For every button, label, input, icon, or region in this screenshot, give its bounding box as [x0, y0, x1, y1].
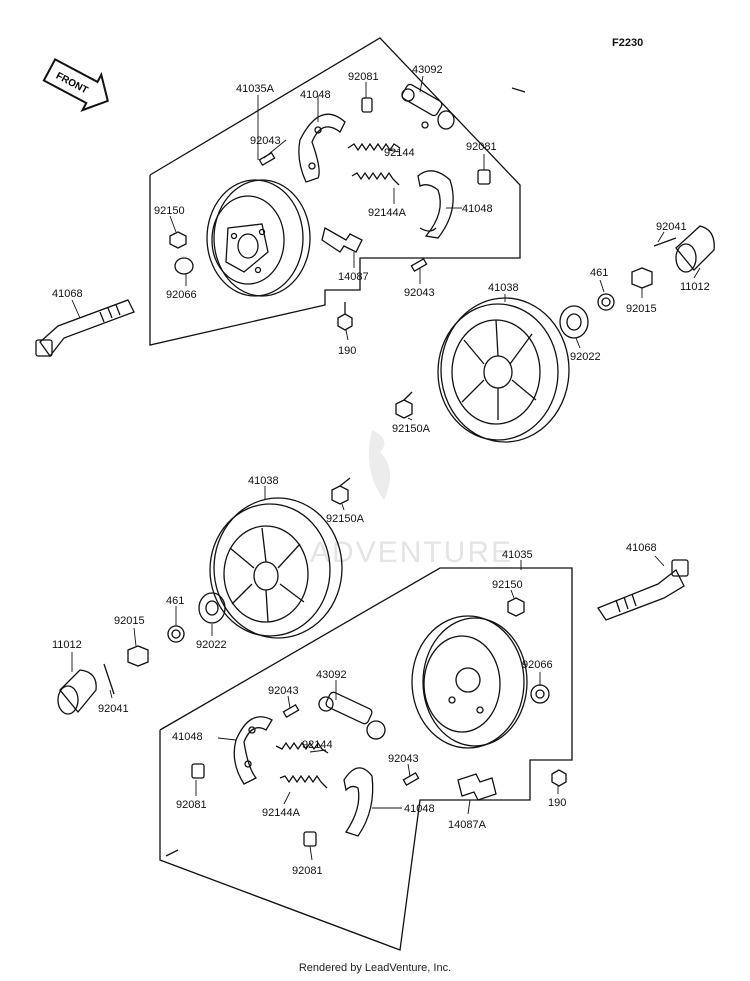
callout-14087: 14087	[338, 271, 369, 283]
callout-92150-upper: 92150	[154, 205, 185, 217]
callout-92043-lower-b: 92043	[388, 753, 419, 765]
callout-92066-upper: 92066	[166, 289, 197, 301]
upper-cotter-92041	[653, 237, 677, 247]
upper-bolt-92150	[169, 231, 187, 249]
upper-pin-92043-a	[258, 152, 276, 166]
callout-92022-lower: 92022	[196, 639, 227, 651]
lower-clip-92081-b	[303, 831, 317, 847]
callout-11012-lower: 11012	[52, 639, 82, 651]
upper-washer-461	[597, 293, 615, 311]
callout-41048-upper-right: 41048	[462, 203, 493, 215]
callout-92144-lower: 92144	[302, 739, 333, 751]
upper-washer-92022	[559, 305, 589, 339]
callout-92144-upper: 92144	[384, 147, 415, 159]
callout-41038-upper: 41038	[488, 282, 519, 294]
upper-cap-11012	[675, 225, 715, 273]
callout-92081-upper-a: 92081	[348, 71, 379, 83]
callout-41048-lower-right: 41048	[404, 803, 435, 815]
upper-bolt-92150a	[395, 391, 413, 419]
lower-pin-92043-b	[402, 772, 420, 786]
upper-brake-shoe-2	[417, 170, 454, 239]
upper-brake-shoe-1	[298, 113, 346, 183]
lower-wheel-cylinder	[318, 691, 386, 740]
lower-bolt-92150	[507, 597, 525, 617]
upper-bracket-14087	[321, 227, 363, 253]
lower-cap-11012	[57, 669, 97, 715]
upper-group-outline	[149, 37, 521, 346]
watermark: ADVENTURE	[310, 430, 513, 569]
lower-axle-41068	[597, 559, 689, 621]
lower-bolt-190	[551, 769, 567, 787]
lower-pin-92043-a	[282, 704, 300, 718]
upper-clip-92081-b	[477, 169, 491, 185]
lower-clip-92081-a	[191, 763, 205, 779]
lower-assembly	[57, 477, 689, 951]
callout-41035a: 41035A	[236, 83, 275, 95]
upper-pin-92043-b	[410, 258, 428, 272]
callout-41048-lower-left: 41048	[172, 731, 203, 743]
lower-washer-461	[167, 625, 185, 643]
upper-wheel-41038	[437, 297, 570, 443]
lower-brake-drum	[411, 615, 528, 749]
callout-92150-lower: 92150	[492, 579, 523, 591]
leader-lines	[71, 75, 701, 861]
callout-92144a-lower: 92144A	[262, 807, 301, 819]
upper-bolt-190	[337, 302, 353, 331]
callout-461-lower: 461	[166, 595, 184, 607]
upper-brake-panel	[206, 179, 311, 297]
lower-brake-shoe-1	[233, 716, 273, 785]
lower-cotter-92041	[103, 663, 115, 695]
lower-wheel-41038	[209, 497, 343, 639]
callout-14087a: 14087A	[448, 819, 487, 831]
callout-92041-lower: 92041	[98, 703, 129, 715]
upper-clip-92081-a	[361, 97, 373, 113]
callout-43092-upper: 43092	[412, 64, 443, 76]
callout-41048-upper-left: 41048	[300, 89, 331, 101]
callout-92022-upper: 92022	[570, 351, 601, 363]
callout-92081-lower-a: 92081	[176, 799, 207, 811]
lower-brake-shoe-2	[343, 767, 374, 837]
lower-nut-92015	[127, 645, 149, 667]
lower-bolt-92150a	[331, 477, 351, 505]
callout-92041-upper: 92041	[656, 221, 687, 233]
upper-plug-92066	[174, 257, 194, 275]
lower-spring-92144	[275, 741, 329, 754]
callout-92015-upper: 92015	[626, 303, 657, 315]
upper-spring-92144a	[351, 171, 400, 186]
front-arrow-icon: FRONT	[42, 57, 109, 112]
upper-nut-92015	[631, 267, 653, 289]
callout-41035: 41035	[502, 549, 533, 561]
callout-92150a-lower: 92150A	[326, 513, 365, 525]
callout-92081-upper-b: 92081	[466, 141, 497, 153]
callout-41068-upper: 41068	[52, 288, 83, 300]
lower-washer-92022	[198, 592, 226, 624]
lower-group-outline	[159, 567, 573, 951]
footer-credit: Rendered by LeadVenture, Inc.	[298, 962, 452, 974]
callout-190-lower: 190	[548, 797, 566, 809]
upper-axle-41068	[35, 299, 135, 358]
diagram-code: F2230	[612, 37, 643, 49]
callout-92043-upper-b: 92043	[404, 287, 435, 299]
watermark-text: ADVENTURE	[310, 536, 513, 569]
callouts: 41035A 41048 92081 43092 92043 92144 920…	[52, 64, 710, 877]
upper-assembly	[35, 37, 715, 443]
callout-11012-upper: 11012	[680, 281, 710, 293]
lower-bracket-14087a	[457, 773, 497, 801]
callout-92015-lower: 92015	[114, 615, 145, 627]
lower-plug-92066	[530, 684, 550, 704]
lower-spring-92144a	[279, 774, 328, 789]
callout-92081-lower-b: 92081	[292, 865, 323, 877]
callout-41038-lower: 41038	[248, 475, 279, 487]
callout-92066-lower: 92066	[522, 659, 553, 671]
callout-461-upper: 461	[590, 267, 608, 279]
callout-92043-lower-a: 92043	[268, 685, 299, 697]
callout-92144a-upper: 92144A	[368, 207, 407, 219]
callout-41068-lower: 41068	[626, 542, 657, 554]
callout-92150a-upper: 92150A	[392, 423, 431, 435]
callout-43092-lower: 43092	[316, 669, 347, 681]
callout-190-upper: 190	[338, 345, 356, 357]
callout-92043-upper-a: 92043	[250, 135, 281, 147]
upper-wheel-cylinder	[401, 83, 455, 130]
